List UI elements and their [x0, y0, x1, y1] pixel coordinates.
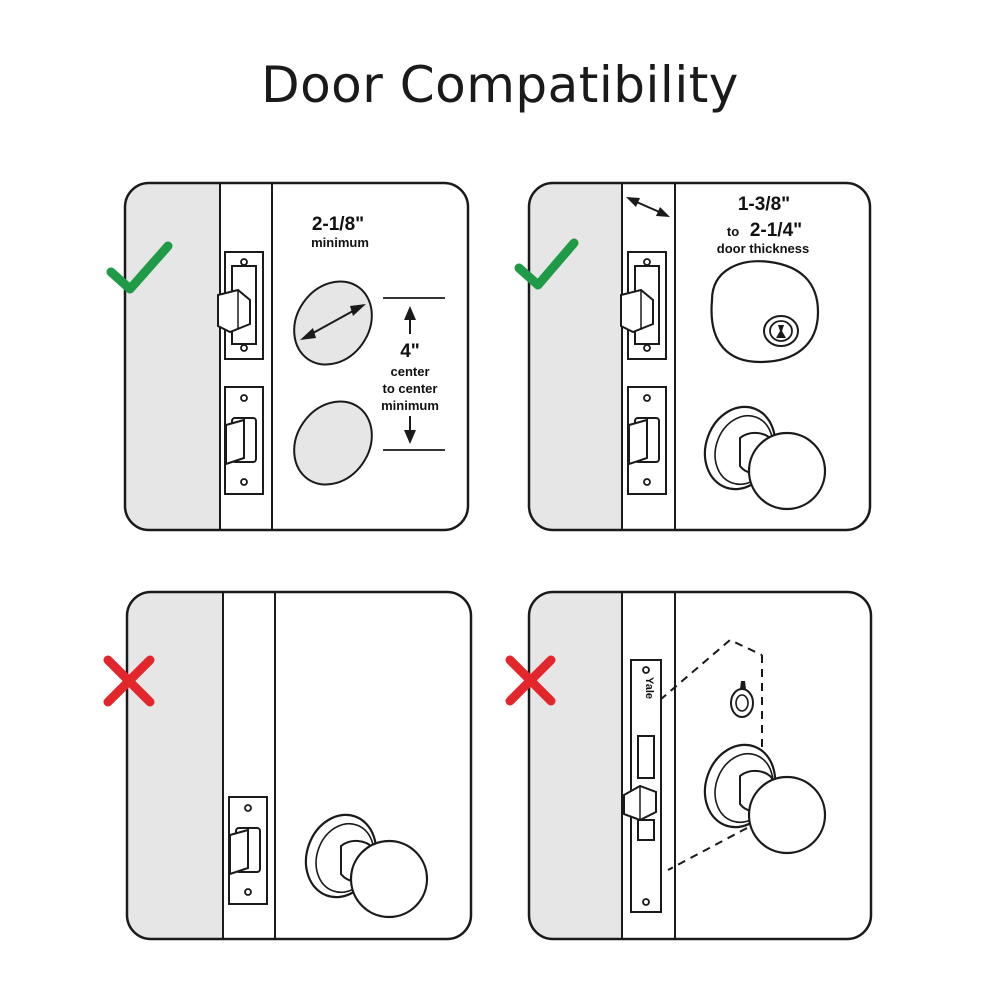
check-icon — [106, 241, 173, 294]
latch-strike-plate — [224, 386, 264, 495]
door-jamb — [529, 183, 622, 530]
spacing-line1: center — [390, 364, 429, 379]
door-knob-icon — [304, 813, 429, 919]
cross-icon — [505, 655, 556, 706]
spacing-line3: minimum — [381, 398, 439, 413]
diameter-arrow — [300, 304, 366, 340]
panel-frame — [527, 590, 873, 941]
door-jamb — [127, 592, 223, 939]
deadbolt-strike-plate — [620, 251, 667, 360]
thickness-arrow — [626, 197, 670, 217]
backset-value: 2-1/8" — [312, 214, 364, 235]
panel-frame — [125, 590, 473, 941]
mortise-face-plate: Yale — [623, 659, 662, 913]
door-knob-icon — [703, 405, 827, 511]
lower-bore-hole — [293, 400, 373, 486]
key-cylinder-icon — [730, 681, 754, 718]
latch-strike-plate — [228, 796, 268, 905]
thickness-min: 1-3/8" — [738, 194, 790, 215]
thickness-caption: door thickness — [717, 241, 809, 256]
spacing-value: 4" — [400, 341, 420, 362]
panel-frame — [123, 181, 470, 532]
door-jamb — [529, 592, 622, 939]
thickness-max: 2-1/4" — [750, 220, 802, 241]
thickness-to: to — [727, 224, 739, 239]
panel-mortise-lock: Yale — [527, 590, 873, 941]
panel-knob-only — [125, 590, 473, 941]
latch-strike-plate — [627, 386, 667, 495]
cross-icon — [103, 655, 155, 707]
panel-backset-spacing: 2-1/8" minimum 4" center to center minim… — [123, 181, 470, 532]
brand-label: Yale — [643, 677, 655, 699]
deadbolt-icon — [710, 260, 820, 364]
check-icon — [514, 238, 579, 290]
panel-door-thickness: 1-3/8" to 2-1/4" door thickness — [527, 181, 872, 532]
spacing-line2: to center — [383, 381, 438, 396]
panel-frame — [527, 181, 872, 532]
backset-caption: minimum — [311, 235, 369, 250]
page-title: Door Compatibility — [261, 56, 739, 114]
spacing-dimension — [383, 297, 445, 451]
door-jamb — [125, 183, 220, 530]
door-knob-icon — [703, 743, 827, 855]
deadbolt-strike-plate — [217, 251, 264, 360]
